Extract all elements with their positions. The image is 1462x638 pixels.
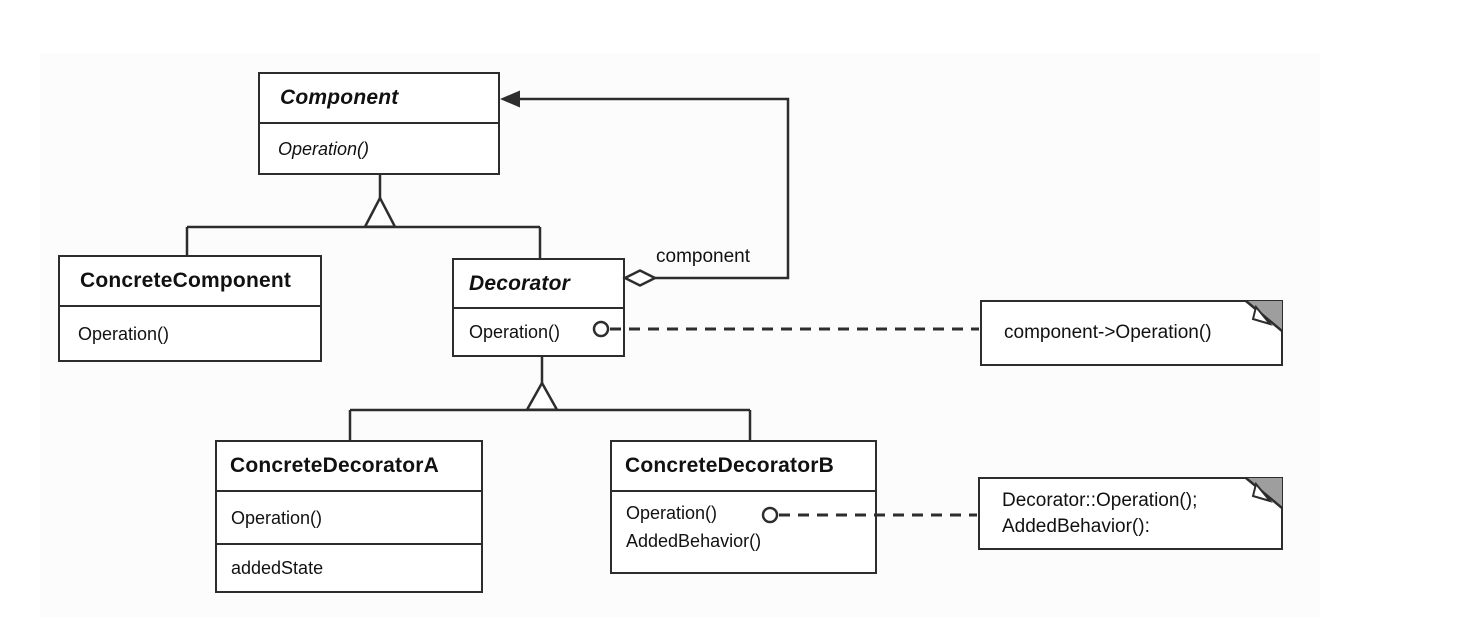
note-text-line1: Decorator::Operation(); <box>1002 490 1198 511</box>
attribute-concrete-decorator-a-addedstate: addedState <box>231 558 324 578</box>
note-fold-icon <box>1245 477 1283 509</box>
class-box-decorator: Decorator Operation() <box>452 258 625 357</box>
method-decorator-operation: Operation() <box>469 322 561 342</box>
class-title-concrete-component: ConcreteComponent <box>60 257 320 307</box>
method-concrete-component-operation: Operation() <box>78 323 170 344</box>
class-title-concrete-decorator-b: ConcreteDecoratorB <box>612 442 875 492</box>
class-title-decorator: Decorator <box>454 260 623 309</box>
uml-note-concrete-decorator-b: Decorator::Operation(); AddedBehavior(): <box>978 477 1283 550</box>
class-box-concrete-component: ConcreteComponent Operation() <box>58 255 322 362</box>
uml-note-decorator-operation: component->Operation() <box>980 300 1283 366</box>
aggregation-role-label: component <box>656 246 751 267</box>
class-box-concrete-decorator-a: ConcreteDecoratorA Operation() addedStat… <box>215 440 483 593</box>
method-component-operation: Operation() <box>278 138 370 159</box>
method-concrete-decorator-b-addedbehavior: AddedBehavior() <box>626 531 762 551</box>
note-text-line2: AddedBehavior(): <box>1002 516 1150 537</box>
class-title-concrete-decorator-a: ConcreteDecoratorA <box>217 442 481 492</box>
class-title-component: Component <box>260 74 498 124</box>
class-box-concrete-decorator-b: ConcreteDecoratorB Operation() AddedBeha… <box>610 440 877 574</box>
method-concrete-decorator-b-operation: Operation() <box>626 503 718 523</box>
note-text: component->Operation() <box>1004 322 1212 343</box>
note-fold-icon <box>1245 300 1283 332</box>
method-concrete-decorator-a-operation: Operation() <box>231 507 323 528</box>
class-box-component: Component Operation() <box>258 72 500 175</box>
